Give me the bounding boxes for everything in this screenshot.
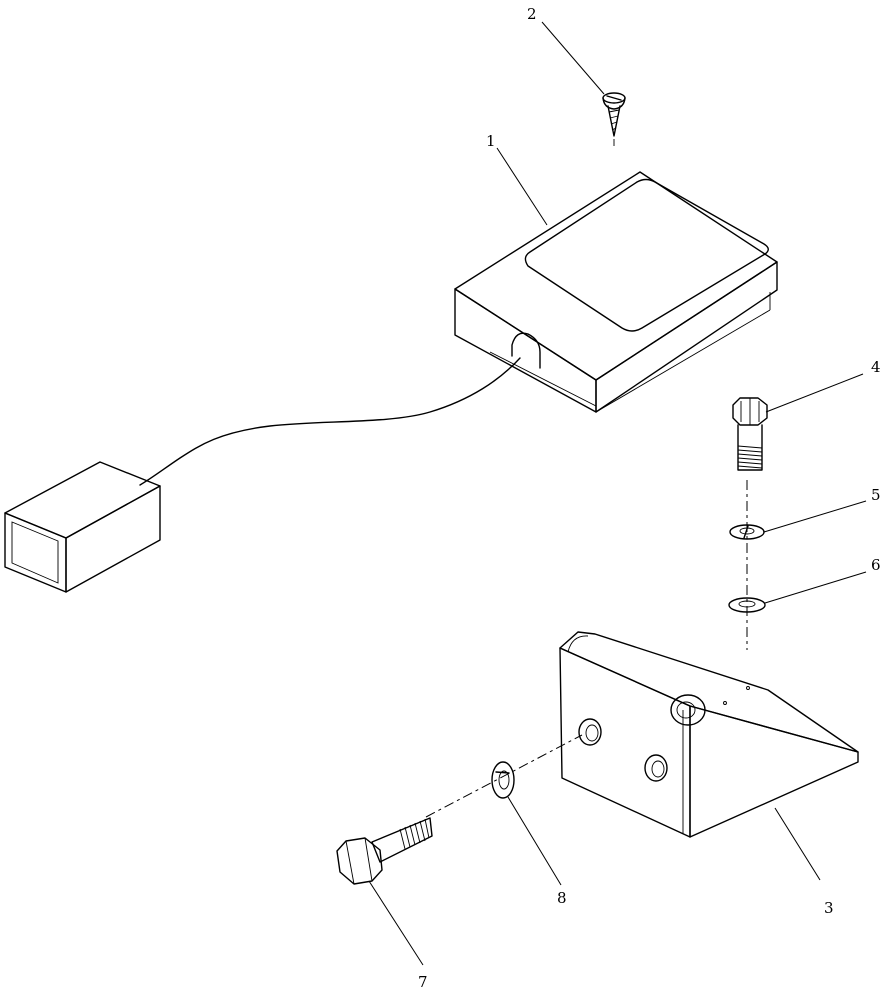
callout-labels: 1 2 3 4 5 6 7 8 bbox=[418, 5, 881, 991]
bolt-7-center-line bbox=[425, 734, 583, 818]
screw-part-2 bbox=[602, 92, 626, 146]
callout-2: 2 bbox=[527, 5, 537, 23]
pedal-part-1 bbox=[454, 171, 778, 413]
callout-7: 7 bbox=[418, 973, 428, 991]
flat-washer-part-6 bbox=[728, 597, 766, 613]
bolt-part-7 bbox=[336, 817, 433, 885]
callout-3: 3 bbox=[824, 899, 834, 917]
callout-1: 1 bbox=[486, 132, 496, 150]
callout-5: 5 bbox=[871, 486, 881, 504]
callout-4: 4 bbox=[871, 358, 881, 376]
bracket-part-3 bbox=[559, 631, 859, 838]
leader-lines bbox=[368, 21, 867, 966]
callout-8: 8 bbox=[557, 889, 567, 907]
bolt-part-4 bbox=[732, 397, 768, 650]
callout-6: 6 bbox=[871, 556, 881, 574]
lock-washer-part-8 bbox=[491, 761, 515, 799]
pedal-cable bbox=[139, 357, 521, 486]
plug-connector bbox=[4, 461, 161, 593]
